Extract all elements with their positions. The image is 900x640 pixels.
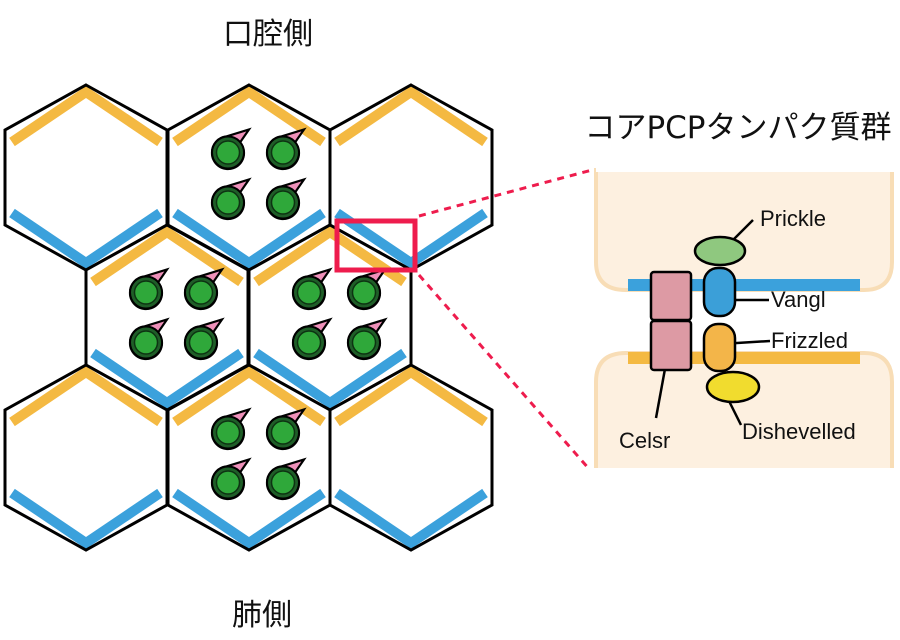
- prickle-protein: [693, 235, 747, 267]
- frizzled-protein: [702, 322, 737, 373]
- oral-side-label: 口腔側: [223, 17, 313, 52]
- basal-body-icon: [210, 407, 252, 451]
- dishevelled-label: Dishevelled: [742, 419, 856, 444]
- vangl-label: Vangl: [771, 287, 826, 312]
- basal-body-icon: [265, 457, 307, 501]
- epithelial-cell: [3, 363, 169, 552]
- zoom-panel: Prickle Vangl Frizzled Dishevelled Celsr: [594, 168, 896, 474]
- apical-edge: [9, 365, 163, 427]
- epithelial-cell: [84, 223, 250, 412]
- basal-body-icon: [128, 317, 170, 361]
- basal-body-icon: [265, 177, 307, 221]
- basal-edge: [334, 488, 488, 550]
- apical-edge: [253, 225, 407, 287]
- basal-body-icon: [265, 127, 307, 171]
- connector-line-bottom: [417, 274, 592, 471]
- basal-edge: [334, 208, 488, 270]
- basal-edge: [172, 208, 326, 270]
- basal-body-icon: [183, 317, 225, 361]
- apical-edge: [172, 365, 326, 427]
- basal-body-icon: [183, 267, 225, 311]
- apical-edge: [334, 365, 488, 427]
- basal-edge: [253, 348, 407, 410]
- apical-edge: [334, 85, 488, 147]
- epithelial-cell: [3, 83, 169, 272]
- basal-body-icon: [210, 127, 252, 171]
- apical-edge: [9, 85, 163, 147]
- basal-edge: [9, 208, 163, 270]
- highlight-box: [334, 218, 418, 273]
- basal-body-icon: [128, 267, 170, 311]
- basal-edge: [172, 488, 326, 550]
- epithelial-cell: [166, 83, 332, 272]
- core-pcp-title: コアPCPタンパク質群: [584, 110, 891, 146]
- frizzled-label: Frizzled: [771, 328, 848, 353]
- celsr-upper: [649, 270, 693, 322]
- epithelial-cell: [328, 83, 494, 272]
- epithelial-cell: [328, 363, 494, 552]
- connector-line-top: [418, 168, 593, 218]
- epithelial-tissue: [3, 83, 494, 552]
- basal-body-icon: [346, 267, 388, 311]
- basal-body-icon: [346, 317, 388, 361]
- prickle-label: Prickle: [760, 206, 826, 231]
- basal-body-icon: [210, 177, 252, 221]
- apical-edge: [172, 85, 326, 147]
- lung-side-label: 肺側: [232, 598, 292, 633]
- basal-edge: [9, 488, 163, 550]
- epithelial-cell: [166, 363, 332, 552]
- dishevelled-protein: [705, 370, 761, 404]
- basal-body-icon: [291, 267, 333, 311]
- celsr-label: Celsr: [619, 428, 670, 453]
- basal-body-icon: [265, 407, 307, 451]
- basal-body-icon: [291, 317, 333, 361]
- celsr-lower: [649, 319, 693, 372]
- lower-cell: [594, 351, 894, 472]
- apical-edge: [90, 225, 244, 287]
- basal-edge: [90, 348, 244, 410]
- vangl-protein: [702, 266, 737, 318]
- basal-body-icon: [210, 457, 252, 501]
